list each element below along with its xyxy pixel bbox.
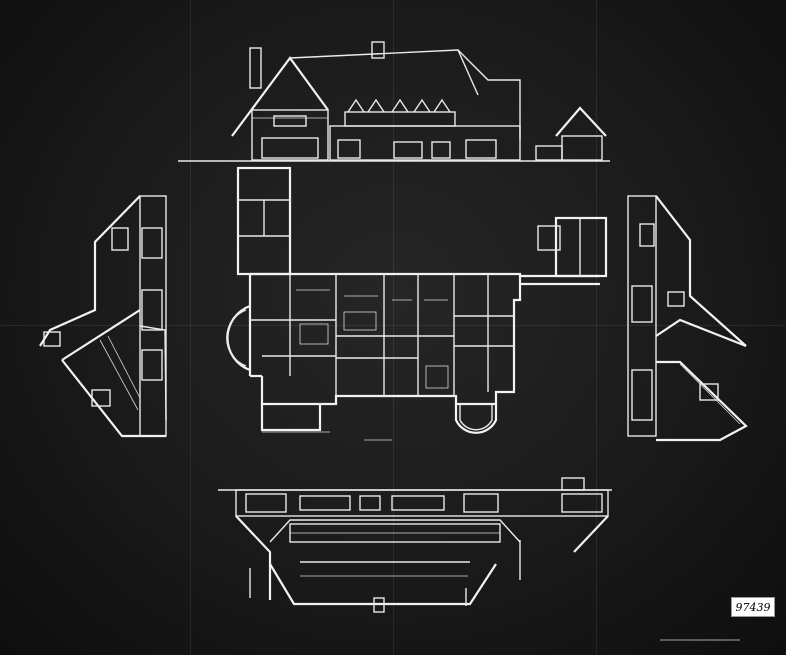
vertical-fold-line [190, 0, 191, 655]
right-side-elevation [627, 195, 748, 442]
archive-number-stamp: 97439 [731, 597, 775, 617]
horizontal-fold-line [0, 325, 786, 326]
archive-number: 97439 [735, 600, 771, 614]
vertical-fold-line [596, 0, 597, 655]
left-side-elevation [39, 195, 167, 438]
vertical-fold-line [393, 0, 394, 655]
rear-elevation [218, 477, 612, 613]
front-elevation [178, 41, 610, 162]
ground-floor-plan [226, 166, 608, 441]
